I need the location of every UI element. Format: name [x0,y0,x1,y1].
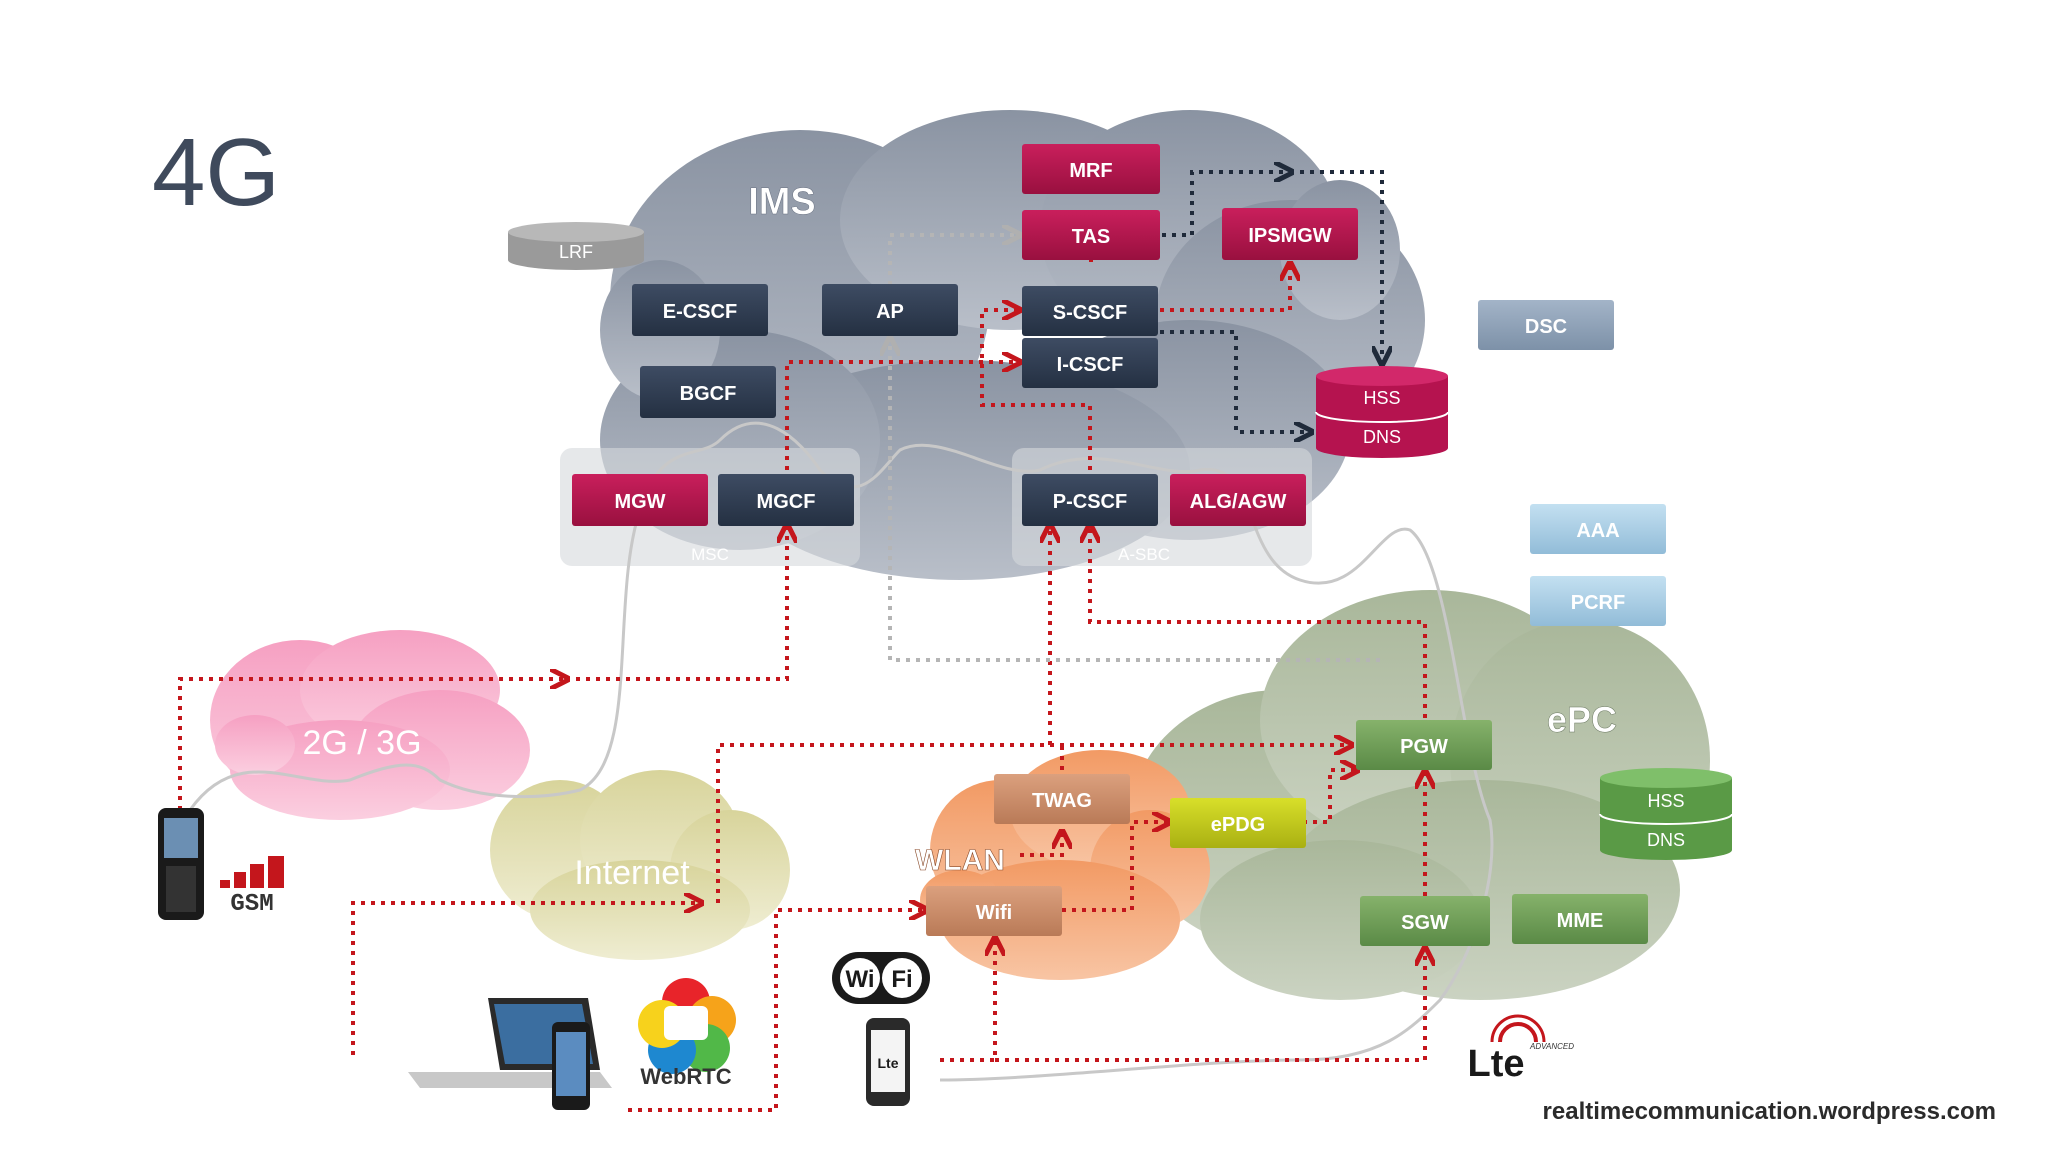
aaa-node[interactable]: AAA [1530,504,1666,554]
pgw-label: PGW [1400,736,1448,758]
mgw-node[interactable]: MGW [572,474,708,526]
pcrf-label: PCRF [1571,592,1625,614]
wifi-logo-fi: Fi [891,966,912,993]
mgcf-node[interactable]: MGCF [718,474,854,526]
pcscf-label: P-CSCF [1053,491,1127,513]
icscf-node[interactable]: I-CSCF [1022,338,1158,388]
bgcf-label: BGCF [680,383,737,405]
sgw-label: SGW [1401,912,1449,934]
mme-label: MME [1557,910,1604,932]
wifi-logo: Wi Fi [832,952,930,1004]
epdg-node[interactable]: ePDG [1170,798,1306,848]
lrf-label: LRF [559,242,593,262]
scscf-label: S-CSCF [1053,302,1127,324]
hss-ims-label: HSS [1363,388,1400,408]
epc-cloud-label: ePC [1547,699,1617,740]
dns-ims-label: DNS [1363,427,1401,447]
wifi-logo-wi: Wi [845,966,874,993]
ap-label: AP [876,301,904,323]
wlan-cloud-label: WLAN [915,844,1005,877]
dsc-label: DSC [1525,316,1567,338]
g23-cloud-label: 2G / 3G [302,724,421,762]
mgcf-label: MGCF [757,491,816,513]
dns-epc-label: DNS [1647,830,1685,850]
phone-lte-text: Lte [878,1055,899,1071]
dsc-node[interactable]: DSC [1478,300,1614,350]
page-title: 4G [152,119,281,226]
twag-label: TWAG [1032,790,1092,812]
pcscf-node[interactable]: P-CSCF [1022,474,1158,526]
aaa-label: AAA [1576,520,1619,542]
ims-cloud-label: IMS [748,181,816,223]
ecscf-node[interactable]: E-CSCF [632,284,768,336]
lrf-node[interactable]: LRF [508,222,644,270]
source-url: realtimecommunication.wordpress.com [1542,1098,1996,1125]
scscf-node[interactable]: S-CSCF [1022,286,1158,336]
ecscf-label: E-CSCF [663,301,737,323]
internet-cloud [490,770,790,960]
tas-label: TAS [1072,226,1111,248]
twag-node[interactable]: TWAG [994,774,1130,824]
internet-cloud-label: Internet [574,854,690,892]
pgw-node[interactable]: PGW [1356,720,1492,770]
wifi-node[interactable]: Wifi [926,886,1062,936]
lte-logo-text: Lte [1468,1043,1525,1085]
ipsmgw-label: IPSMGW [1248,225,1331,247]
g23-cloud [210,630,530,820]
webrtc-text: WebRTC [640,1064,731,1089]
algagw-node[interactable]: ALG/AGW [1170,474,1306,526]
webrtc-logo: WebRTC [638,978,736,1089]
gsm-phone-icon [158,808,204,920]
dark-links [1160,172,1382,432]
boundary-line [188,421,1494,1082]
mgw-label: MGW [614,491,665,513]
tablet-icon [552,1022,590,1110]
gsm-logo: GSM [220,856,284,918]
wifi-label: Wifi [976,902,1012,924]
hss-epc-label: HSS [1647,791,1684,811]
ipsmgw-node[interactable]: IPSMGW [1222,208,1358,260]
ap-node[interactable]: AP [822,284,958,336]
bgcf-node[interactable]: BGCF [640,366,776,418]
msc-label: MSC [691,545,729,564]
mme-node[interactable]: MME [1512,894,1648,944]
lte-advanced-logo: Lte ADVANCED [1468,1014,1574,1085]
tas-node[interactable]: TAS [1022,210,1160,260]
gsm-text: GSM [230,891,273,918]
mrf-node[interactable]: MRF [1022,144,1160,194]
asbc-label: A-SBC [1118,545,1170,564]
hss-dns-ims-db[interactable]: HSS DNS [1315,366,1449,458]
icscf-label: I-CSCF [1057,354,1124,376]
red-links [178,212,1425,1112]
grey-links [890,235,1380,662]
sgw-node[interactable]: SGW [1360,896,1490,946]
pcrf-node[interactable]: PCRF [1530,576,1666,626]
mrf-label: MRF [1069,160,1112,182]
lte-smartphone-icon: Lte [866,1018,910,1106]
hss-dns-epc-db[interactable]: HSS DNS [1599,768,1733,860]
lte-adv-text: ADVANCED [1529,1042,1574,1051]
epdg-label: ePDG [1211,814,1265,836]
algagw-label: ALG/AGW [1190,491,1287,513]
